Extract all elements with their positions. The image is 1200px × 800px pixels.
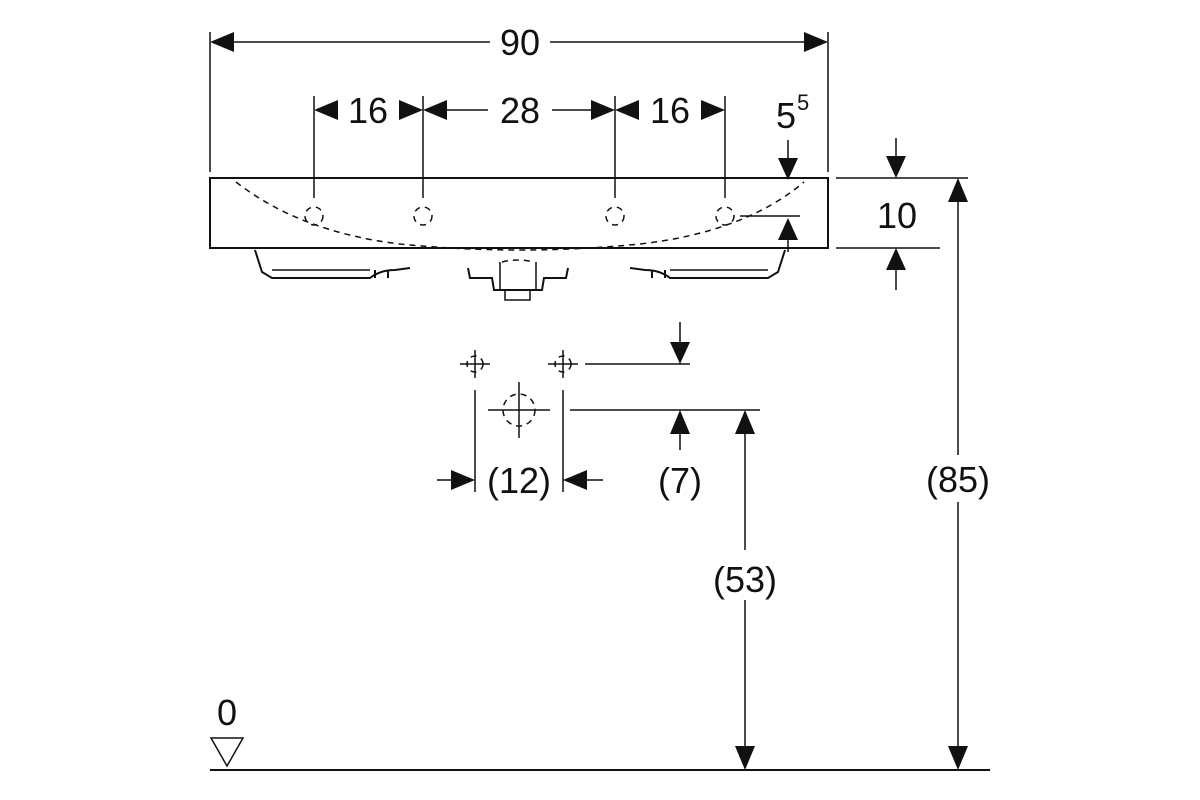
overall-width-label: 90 bbox=[500, 22, 540, 63]
basin-outline bbox=[209, 177, 829, 301]
basin-height-label: 10 bbox=[877, 195, 917, 236]
floor-level-label: 0 bbox=[217, 692, 237, 733]
tap-holes bbox=[304, 206, 735, 226]
floor-level: 0 bbox=[209, 692, 990, 771]
connection-offset-dimension: (7) bbox=[658, 322, 702, 501]
level-marker-icon bbox=[209, 737, 245, 768]
connection-spacing-dimension: (12) bbox=[437, 460, 603, 501]
hole-spacing-left-label: 16 bbox=[348, 90, 388, 131]
edge-offset-superscript: 5 bbox=[797, 90, 809, 115]
overall-height-label: (85) bbox=[926, 459, 990, 500]
connection-spacing-label: (12) bbox=[487, 460, 551, 501]
hole-spacing-right-label: 16 bbox=[650, 90, 690, 131]
drain-height-label: (53) bbox=[713, 559, 777, 600]
bowl-contour bbox=[235, 181, 805, 251]
drain-height-dimension: (53) bbox=[713, 410, 777, 770]
hole-spacing-dimension: 16 28 16 bbox=[313, 90, 726, 198]
overall-width-dimension: 90 bbox=[209, 22, 829, 172]
edge-offset-label: 5 bbox=[776, 95, 796, 136]
hole-spacing-center-label: 28 bbox=[500, 90, 540, 131]
connection-offset-label: (7) bbox=[658, 460, 702, 501]
overall-height-dimension: (85) bbox=[926, 178, 990, 770]
water-connections bbox=[460, 350, 760, 492]
basin-height-dimension: 10 bbox=[836, 138, 968, 290]
edge-offset-dimension: 5 5 bbox=[740, 90, 809, 252]
